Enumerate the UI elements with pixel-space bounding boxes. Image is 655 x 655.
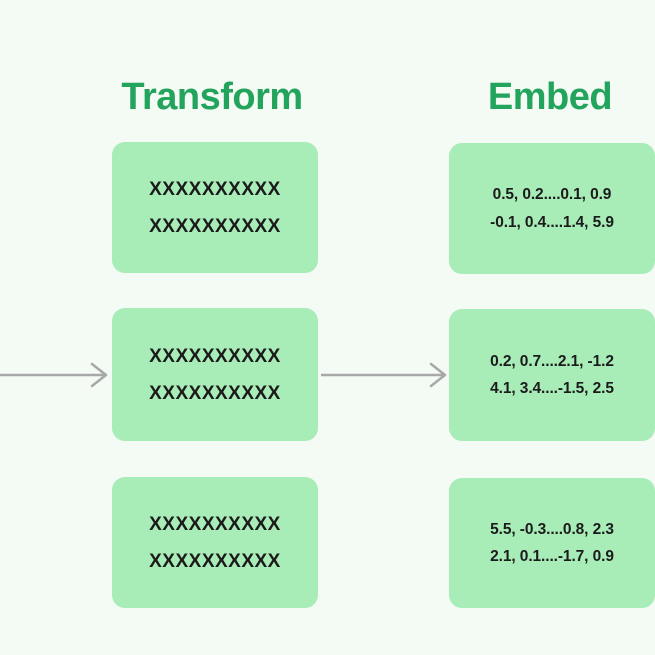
transform-card-1: XXXXXXXXXX XXXXXXXXXX: [112, 142, 318, 273]
transform-card-3-line-1: XXXXXXXXXX: [149, 513, 281, 535]
embed-card-3: 5.5, -0.3....0.8, 2.3 2.1, 0.1....-1.7, …: [449, 478, 655, 608]
input-arrow-icon: [0, 360, 112, 390]
embed-card-1: 0.5, 0.2....0.1, 0.9 -0.1, 0.4....1.4, 5…: [449, 143, 655, 274]
transform-card-2: XXXXXXXXXX XXXXXXXXXX: [112, 308, 318, 441]
transform-card-2-line-2: XXXXXXXXXX: [149, 382, 281, 404]
embed-card-2-line-1: 0.2, 0.7....2.1, -1.2: [490, 352, 614, 370]
embed-card-2: 0.2, 0.7....2.1, -1.2 4.1, 3.4....-1.5, …: [449, 309, 655, 441]
transform-card-2-line-1: XXXXXXXXXX: [149, 345, 281, 367]
embed-card-1-line-1: 0.5, 0.2....0.1, 0.9: [492, 186, 612, 203]
transform-card-3-line-2: XXXXXXXXXX: [149, 550, 281, 572]
transform-card-1-line-1: XXXXXXXXXX: [149, 178, 281, 200]
embed-card-3-line-2: 2.1, 0.1....-1.7, 0.9: [490, 548, 614, 565]
embed-card-3-line-1: 5.5, -0.3....0.8, 2.3: [490, 520, 614, 538]
column-title-embed: Embed: [487, 76, 613, 118]
embed-card-2-line-2: 4.1, 3.4....-1.5, 2.5: [490, 380, 614, 397]
transform-card-3: XXXXXXXXXX XXXXXXXXXX: [112, 477, 318, 608]
transform-to-embed-arrow-icon: [321, 360, 450, 390]
column-title-transform: Transform: [121, 76, 303, 118]
transform-card-1-line-2: XXXXXXXXXX: [149, 215, 281, 237]
embed-card-1-line-2: -0.1, 0.4....1.4, 5.9: [490, 213, 614, 231]
